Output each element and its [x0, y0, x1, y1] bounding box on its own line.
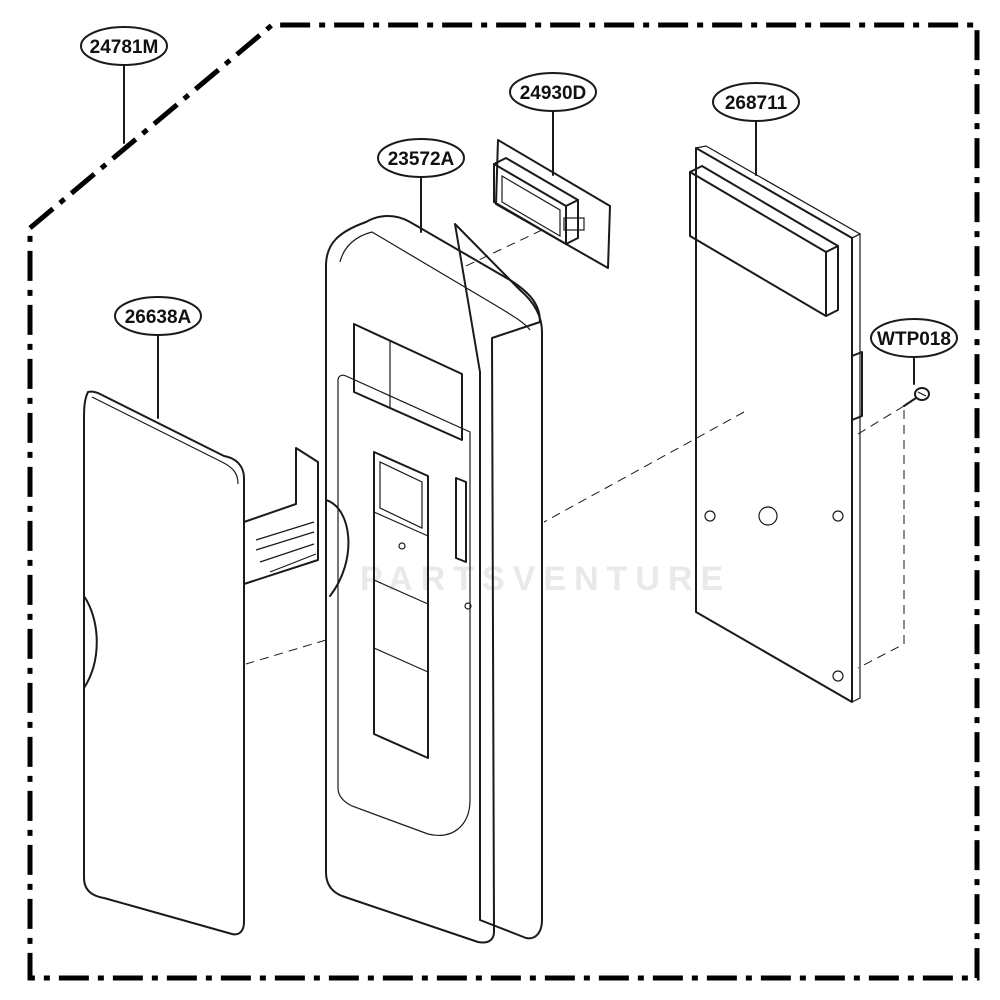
svg-text:23572A: 23572A	[388, 149, 455, 170]
callout-control-panel: 23572A	[377, 138, 465, 233]
svg-text:24781M: 24781M	[90, 37, 159, 58]
controller-bracket-part	[493, 139, 611, 269]
svg-text:268711: 268711	[725, 93, 788, 114]
svg-text:24930D: 24930D	[520, 83, 587, 104]
callout-pcb: 268711	[712, 82, 800, 176]
pcb-part	[689, 145, 863, 703]
assembly-boundary	[27, 22, 980, 981]
membrane-switch-part	[83, 390, 319, 936]
control-panel-part	[325, 215, 543, 944]
callout-screw: WTP018	[870, 318, 958, 385]
screw-part	[903, 387, 930, 407]
svg-text:WTP018: WTP018	[877, 329, 951, 350]
callout-assembly: 24781M	[80, 26, 168, 144]
callout-controller-bracket: 24930D	[509, 72, 597, 176]
svg-text:26638A: 26638A	[125, 307, 192, 328]
assembly-guide-lines	[245, 229, 905, 669]
callout-membrane-switch: 26638A	[114, 296, 202, 419]
watermark: PARTSVENTURE	[360, 560, 731, 598]
